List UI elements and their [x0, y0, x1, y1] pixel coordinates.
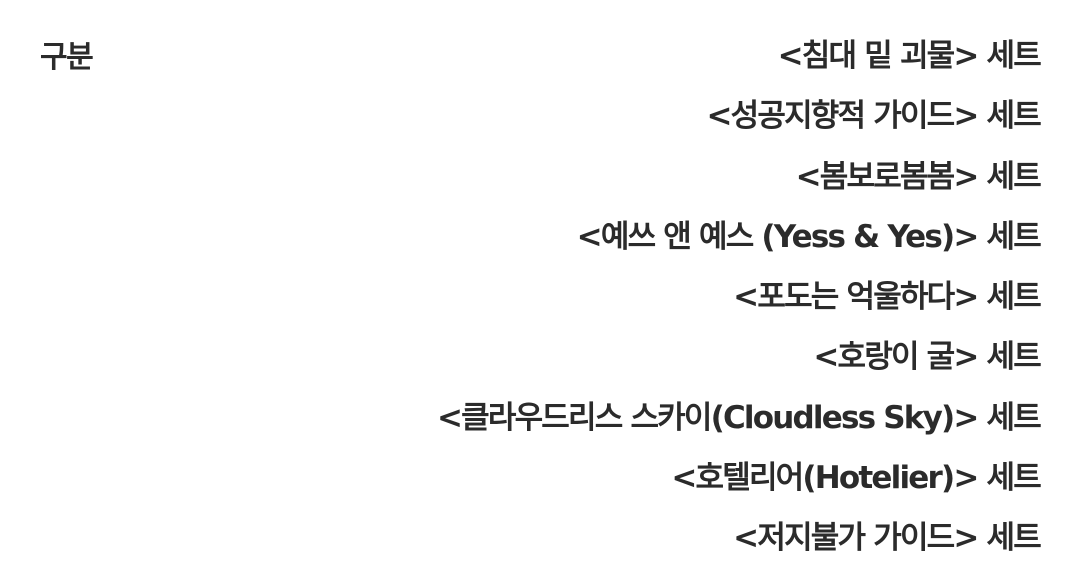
category-header: 구분: [40, 40, 94, 75]
set-item-cloudless-sky: <클라우드리스 스카이(Cloudless Sky)> 세트: [436, 399, 1042, 436]
set-item-tiger-den: <호랑이 굴> 세트: [813, 339, 1041, 376]
set-item-unstoppable-guide: <저지불가 가이드> 세트: [733, 520, 1042, 557]
set-item-bed-monster: <침대 밑 괴물> 세트: [777, 38, 1042, 74]
set-item-yess-yes: <예쓰 앤 예스 (Yess & Yes)> 세트: [576, 218, 1042, 255]
set-list: <침대 밑 괴물> 세트 <성공지향적 가이드> 세트 <봄보로봄봄> 세트 <…: [436, 32, 1042, 575]
set-item-hotelier: <호텔리어(Hotelier)> 세트: [671, 460, 1041, 497]
set-item-success-guide: <성공지향적 가이드> 세트: [706, 98, 1041, 135]
set-item-bomboro: <봄보로봄봄> 세트: [795, 158, 1042, 195]
set-item-grapes: <포도는 억울하다> 세트: [733, 279, 1042, 316]
